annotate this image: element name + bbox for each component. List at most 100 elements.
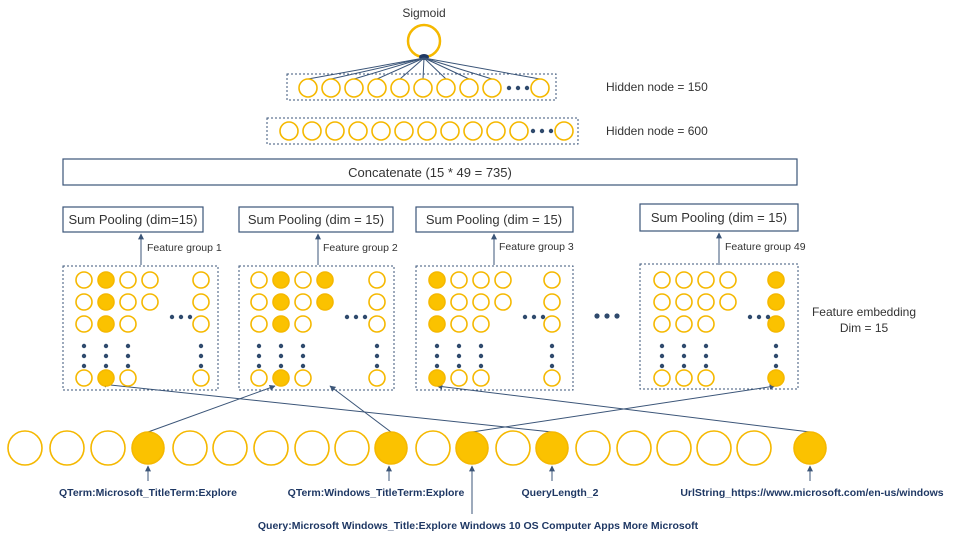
embedding-vertical-dot [374, 353, 380, 359]
hidden-600-node [417, 121, 437, 141]
embedding-node [97, 369, 115, 387]
embedding-box-49 [639, 263, 799, 390]
sigmoid-fan-lines [307, 57, 541, 80]
feature-label-3: Query:Microsoft Windows_Title:Explore Wi… [258, 520, 699, 532]
embedding-node [141, 293, 159, 311]
embedding-node [294, 271, 312, 289]
embedding-vertical-dot [703, 353, 709, 359]
embedding-node [428, 369, 446, 387]
hidden-layer-600-box [266, 117, 579, 145]
hidden-600-node [371, 121, 391, 141]
embedding-vertical-dot [374, 363, 380, 369]
embedding-vertical-dot [278, 353, 284, 359]
input-node-active [131, 431, 165, 465]
embedding-vertical-dot [703, 343, 709, 349]
embedding-node [767, 369, 785, 387]
embedding-ellipsis-dot [522, 314, 528, 320]
embedding-vertical-dot [703, 363, 709, 369]
sum-pooling-label-49: Sum Pooling (dim = 15) [651, 210, 787, 225]
hidden-600-node [486, 121, 506, 141]
embedding-node [450, 369, 468, 387]
embedding-node [250, 271, 268, 289]
embedding-node [450, 293, 468, 311]
embedding-vertical-dot [81, 363, 87, 369]
embedding-vertical-dot [374, 343, 380, 349]
embedding-ellipsis-dot [344, 314, 350, 320]
embedding-node [294, 315, 312, 333]
feature-label-4: QueryLength_2 [521, 487, 598, 499]
embedding-node [294, 293, 312, 311]
sigmoid-fan-line [422, 57, 425, 80]
embedding-node [472, 271, 490, 289]
embedding-node [141, 271, 159, 289]
embedding-node [653, 293, 671, 311]
sigmoid-node [406, 23, 442, 59]
embedding-ellipsis-dot [187, 314, 193, 320]
hidden-150-ellipsis-dot [524, 85, 530, 91]
embedding-ellipsis-dot [169, 314, 175, 320]
sum-pooling-label-2: Sum Pooling (dim = 15) [248, 212, 384, 227]
embedding-box-1 [62, 265, 219, 391]
embedding-vertical-dot [434, 343, 440, 349]
input-node [7, 430, 43, 466]
embedding-vertical-dot [456, 343, 462, 349]
input-node [294, 430, 330, 466]
embedding-vertical-dot [681, 343, 687, 349]
embedding-box-3 [415, 265, 574, 391]
feature-group-label-2: Feature group 2 [323, 242, 398, 254]
embedding-node [316, 293, 334, 311]
input-node [696, 430, 732, 466]
input-node-active [793, 431, 827, 465]
embedding-ellipsis-dot [353, 314, 359, 320]
sum-pooling-label-1: Sum Pooling (dim=15) [69, 212, 198, 227]
embedding-node [428, 271, 446, 289]
hidden-150-ellipsis-dot [506, 85, 512, 91]
hidden-600-node [325, 121, 345, 141]
hidden-layer-150-nodes [298, 78, 550, 98]
embedding-ellipsis-dot [531, 314, 537, 320]
sigmoid-fan-line [353, 57, 425, 80]
feature-group-label-3: Feature group 3 [499, 241, 574, 253]
embedding-node [675, 271, 693, 289]
embedding-vertical-dot [478, 343, 484, 349]
embedding-node [368, 315, 386, 333]
sigmoid-fan-line [399, 57, 425, 80]
hidden-150-node [367, 78, 387, 98]
embedding-node [697, 315, 715, 333]
hidden-600-node [509, 121, 529, 141]
embedding-node [368, 293, 386, 311]
hidden-150-node [482, 78, 502, 98]
sum-pooling-box-2 [238, 206, 394, 233]
embedding-vertical-dot [103, 343, 109, 349]
embedding-box-2 [238, 265, 395, 391]
connection-lines [100, 381, 811, 433]
embedding-vertical-dot [549, 353, 555, 359]
embedding-ellipsis-dot [756, 314, 762, 320]
input-node [616, 430, 652, 466]
embedding-node [675, 315, 693, 333]
embedding-vertical-dot [456, 353, 462, 359]
embedding-node [97, 293, 115, 311]
embedding-vertical-dot [278, 343, 284, 349]
input-node [415, 430, 451, 466]
embedding-vertical-dot [478, 353, 484, 359]
embedding-node [472, 293, 490, 311]
embedding-node [294, 369, 312, 387]
input-node [49, 430, 85, 466]
input-node [575, 430, 611, 466]
hidden-150-ellipsis-dot [515, 85, 521, 91]
embedding-vertical-dot [773, 343, 779, 349]
embedding-node [97, 315, 115, 333]
input-to-embedding-line [329, 385, 392, 433]
embedding-vertical-dot [81, 353, 87, 359]
embedding-node [767, 293, 785, 311]
embedding-node [192, 369, 210, 387]
sigmoid-fan-line [330, 57, 425, 80]
hidden-layer-600-nodes [279, 121, 574, 141]
embedding-vertical-dot [103, 363, 109, 369]
sigmoid-label: Sigmoid [402, 6, 445, 20]
embedding-ellipsis-dot [362, 314, 368, 320]
concatenate-label: Concatenate (15 * 49 = 735) [348, 165, 512, 180]
embedding-vertical-dot [256, 363, 262, 369]
embedding-node [75, 271, 93, 289]
